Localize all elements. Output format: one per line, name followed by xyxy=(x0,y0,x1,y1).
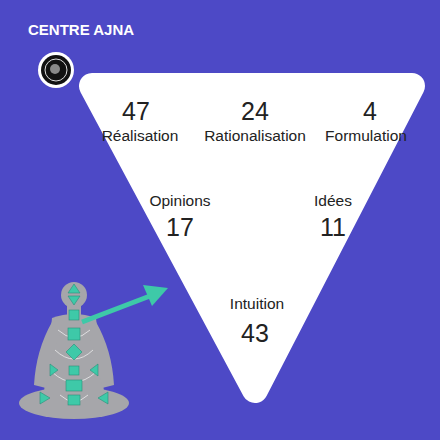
gate-label: Intuition xyxy=(230,295,284,312)
gate-label: Rationalisation xyxy=(204,127,306,144)
meditating-figure xyxy=(19,282,129,419)
gate-label: Formulation xyxy=(325,127,407,144)
gate-label: Idées xyxy=(314,192,352,209)
gate-number: 11 xyxy=(320,214,346,242)
triangle-panel: 47Réalisation 24Rationalisation 4Formulati… xyxy=(78,72,428,408)
gate-number: 47 xyxy=(122,98,150,126)
pointer-arrow xyxy=(82,285,168,322)
logo xyxy=(38,52,74,88)
gate-number: 43 xyxy=(241,320,269,348)
title: CENTRE AJNA xyxy=(28,21,134,38)
gate-number: 4 xyxy=(363,98,377,126)
gate-number: 17 xyxy=(166,214,194,242)
gate-number: 24 xyxy=(241,98,269,126)
gate-label: Réalisation xyxy=(102,127,179,144)
gate-label: Opinions xyxy=(149,192,210,209)
